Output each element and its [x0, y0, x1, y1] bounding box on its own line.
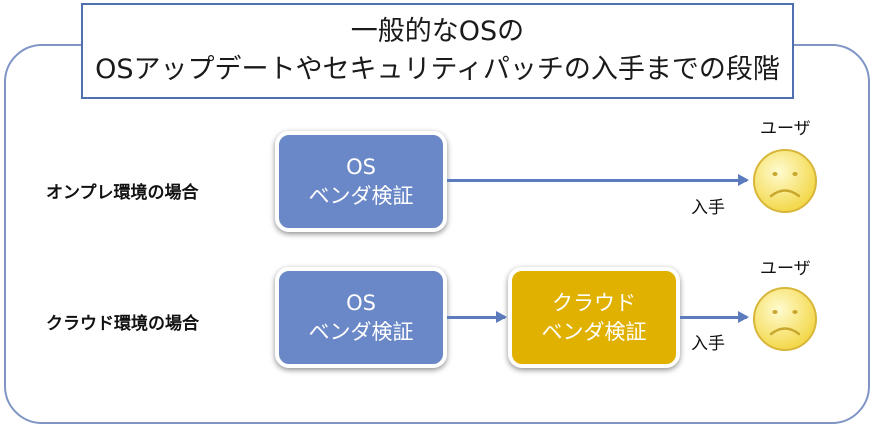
box-line-2: ベンダ検証 [308, 319, 414, 344]
box-line-1: OS [346, 290, 376, 315]
sad-face-icon [753, 287, 817, 351]
row-label-cloud: クラウド環境の場合 [46, 314, 199, 334]
arrow-label-cloud: 入手 [691, 334, 725, 354]
title-line-1: 一般的なOSの [350, 16, 525, 47]
arrow-cloud [680, 311, 749, 323]
row-label-onprem: オンプレ環境の場合 [46, 183, 199, 203]
title-line-2: OSアップデートやセキュリティパッチの入手までの段階 [95, 54, 780, 85]
box-line-2: ベンダ検証 [308, 183, 414, 208]
arrow-onprem [447, 174, 749, 186]
sad-face-icon [753, 149, 817, 213]
box-line-2: ベンダ検証 [541, 319, 647, 344]
user-label-onprem: ユーザ [760, 119, 811, 139]
box-line-1: クラウド [552, 290, 636, 315]
arrow-os-to-cloud [447, 311, 507, 323]
box-line-1: OS [346, 154, 376, 179]
arrow-label-onprem: 入手 [691, 198, 725, 218]
title-box: 一般的なOSの OSアップデートやセキュリティパッチの入手までの段階 [81, 3, 794, 99]
cloud-vendor-box: クラウド ベンダ検証 [508, 267, 680, 368]
os-vendor-box-cloud: OS ベンダ検証 [275, 267, 447, 368]
user-label-cloud: ユーザ [760, 259, 811, 279]
os-vendor-box-onprem: OS ベンダ検証 [275, 131, 447, 232]
